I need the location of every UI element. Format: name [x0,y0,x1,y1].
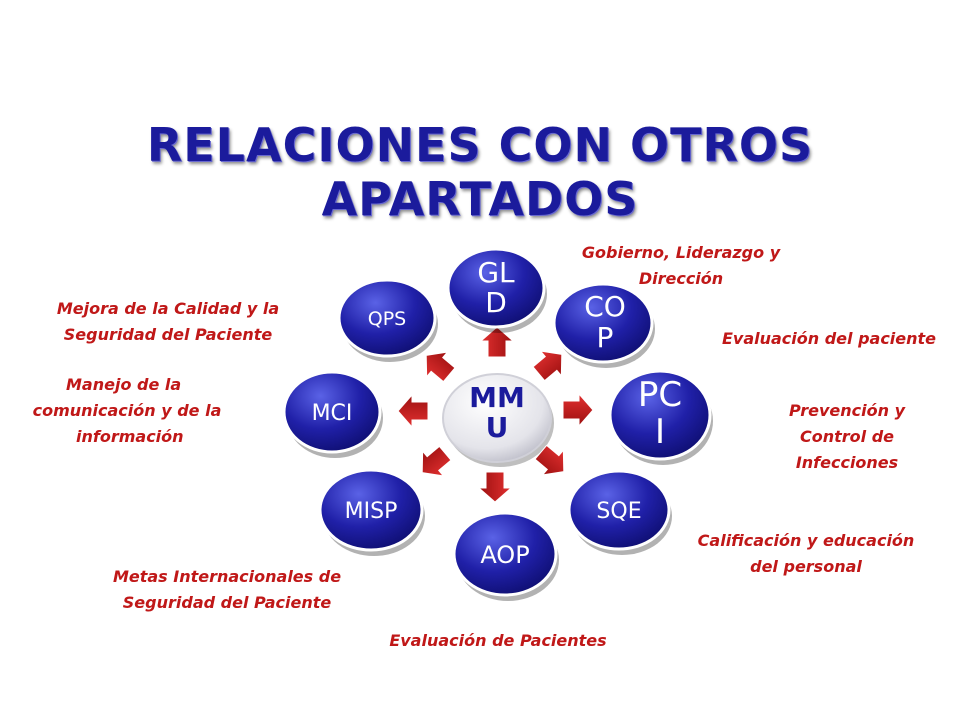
arrow-to-aop [477,471,513,503]
node-gld-line1: GL [477,256,515,289]
node-sqe: SQE [567,469,672,555]
arrow-to-qps [425,351,456,383]
node-pci-line1: PC [638,375,682,415]
arrow-to-mci [397,393,429,429]
label-cop: Evaluación del paciente [720,326,938,352]
label-aop: Evaluación de Pacientes [380,628,616,654]
arrow-to-sqe [534,444,565,476]
label-sqe-line1: Calificación y educación [697,531,915,550]
center-node-label-line1: MM [469,381,525,414]
arrow-to-cop [532,350,563,382]
arrow-to-gld [479,326,515,358]
node-qps: QPS [337,278,438,362]
label-mci: Manejo de la comunicación y de la inform… [22,372,232,450]
label-aop-line1: Evaluación de Pacientes [389,631,607,650]
node-cop: CO P [552,282,655,368]
label-qps-line1: Mejora de la Calidad y la [56,299,280,318]
node-pci: PC I [608,369,713,465]
center-node-label-line2: U [486,411,509,444]
label-qps-line2: Seguridad del Paciente [63,325,273,344]
label-qps: Mejora de la Calidad y la Seguridad del … [50,296,286,348]
node-aop-line1: AOP [480,541,529,569]
node-misp: MISP [318,468,425,556]
node-sqe-line1: SQE [596,499,641,524]
label-pci-line2: Control de [799,427,894,446]
arrow-to-pci [562,392,594,428]
label-sqe-line2: del personal [750,557,862,576]
node-qps-line1: QPS [368,308,406,330]
label-mci-line2: comunicación y de la [32,401,222,420]
node-cop-line2: P [597,321,614,354]
node-gld-line2: D [485,286,507,319]
page-title: RELACIONES CON OTROS APARTADOS [146,118,814,226]
arrow-to-misp [421,445,452,477]
label-cop-line1: Evaluación del paciente [721,329,937,348]
node-cop-line1: CO [584,290,626,323]
label-misp: Metas Internacionales de Seguridad del P… [102,564,352,616]
label-pci: Prevención y Control de Infecciones [772,398,922,476]
label-gld-line2: Dirección [638,269,724,288]
label-gld: Gobierno, Liderazgo y Dirección [575,240,787,292]
node-mci-line1: MCI [312,401,353,426]
node-mci: MCI [282,370,383,458]
label-pci-line3: Infecciones [795,453,899,472]
label-pci-line1: Prevención y [789,401,905,420]
node-gld: GL D [446,247,547,333]
label-misp-line1: Metas Internacionales de [112,567,342,586]
label-mci-line1: Manejo de la [66,375,182,394]
center-node-mmu: MM U [442,373,554,467]
node-misp-line1: MISP [345,499,398,524]
label-gld-line1: Gobierno, Liderazgo y [581,243,781,262]
label-mci-line3: información [76,427,184,446]
node-aop: AOP [452,511,559,601]
node-pci-line2: I [655,412,665,452]
label-sqe: Calificación y educación del personal [688,528,924,580]
label-misp-line2: Seguridad del Paciente [122,593,332,612]
